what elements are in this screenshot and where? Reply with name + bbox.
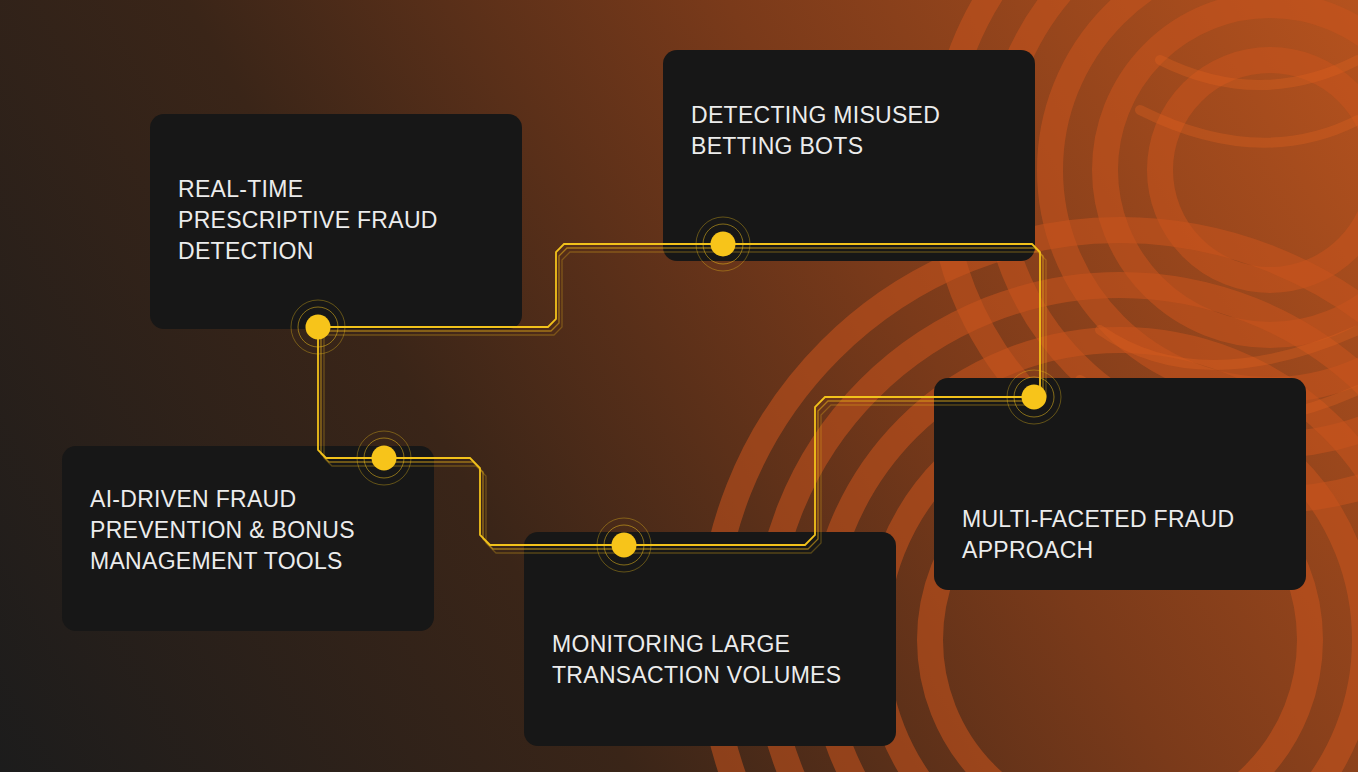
dot-ring xyxy=(291,300,345,354)
connector-echo xyxy=(726,248,1043,401)
connector-dot xyxy=(696,217,750,271)
connector-line xyxy=(723,244,1040,397)
connector-echo xyxy=(390,466,630,553)
connector-echo xyxy=(630,405,1040,553)
dot-ring xyxy=(597,518,651,572)
dot-core xyxy=(711,232,736,257)
connector-dot xyxy=(597,518,651,572)
dot-ring xyxy=(703,224,743,264)
dot-ring xyxy=(696,217,750,271)
connector-echo xyxy=(627,401,1037,549)
dot-core xyxy=(306,315,331,340)
dot-core xyxy=(612,533,637,558)
connector-line xyxy=(318,244,723,327)
connector-line xyxy=(318,327,384,458)
connector-echo xyxy=(324,252,729,335)
connector-echo xyxy=(321,331,387,462)
connector-echo xyxy=(324,335,390,466)
connector-dot xyxy=(357,431,411,485)
process-box: MULTI-FACETED FRAUD APPROACH xyxy=(934,378,1306,590)
dot-core xyxy=(1022,385,1047,410)
connector-echo xyxy=(321,248,726,331)
dot-ring xyxy=(364,438,404,478)
connector-echo xyxy=(321,248,1043,549)
dot-ring xyxy=(1014,377,1054,417)
process-box: MONITORING LARGE TRANSACTION VOLUMES xyxy=(524,532,896,746)
box-label: MULTI-FACETED FRAUD APPROACH xyxy=(962,504,1282,566)
connector-dot xyxy=(291,300,345,354)
process-box: REAL-TIME PRESCRIPTIVE FRAUD DETECTION xyxy=(150,114,522,329)
process-box: DETECTING MISUSED BETTING BOTS xyxy=(663,50,1035,261)
dot-ring xyxy=(298,307,338,347)
connector-echo xyxy=(729,252,1046,405)
connector-line xyxy=(384,458,624,545)
connector-dot xyxy=(1007,370,1061,424)
dot-ring xyxy=(604,525,644,565)
box-label: DETECTING MISUSED BETTING BOTS xyxy=(691,100,991,162)
dot-ring xyxy=(357,431,411,485)
box-label: REAL-TIME PRESCRIPTIVE FRAUD DETECTION xyxy=(178,174,478,267)
box-label: MONITORING LARGE TRANSACTION VOLUMES xyxy=(552,629,852,691)
dot-core xyxy=(372,446,397,471)
process-box: AI-DRIVEN FRAUD PREVENTION & BONUS MANAG… xyxy=(62,446,434,631)
connector-echo xyxy=(387,462,627,549)
box-label: AI-DRIVEN FRAUD PREVENTION & BONUS MANAG… xyxy=(90,484,390,577)
dot-ring xyxy=(1007,370,1061,424)
connector-echo xyxy=(324,252,1046,553)
connector-line xyxy=(624,397,1034,545)
